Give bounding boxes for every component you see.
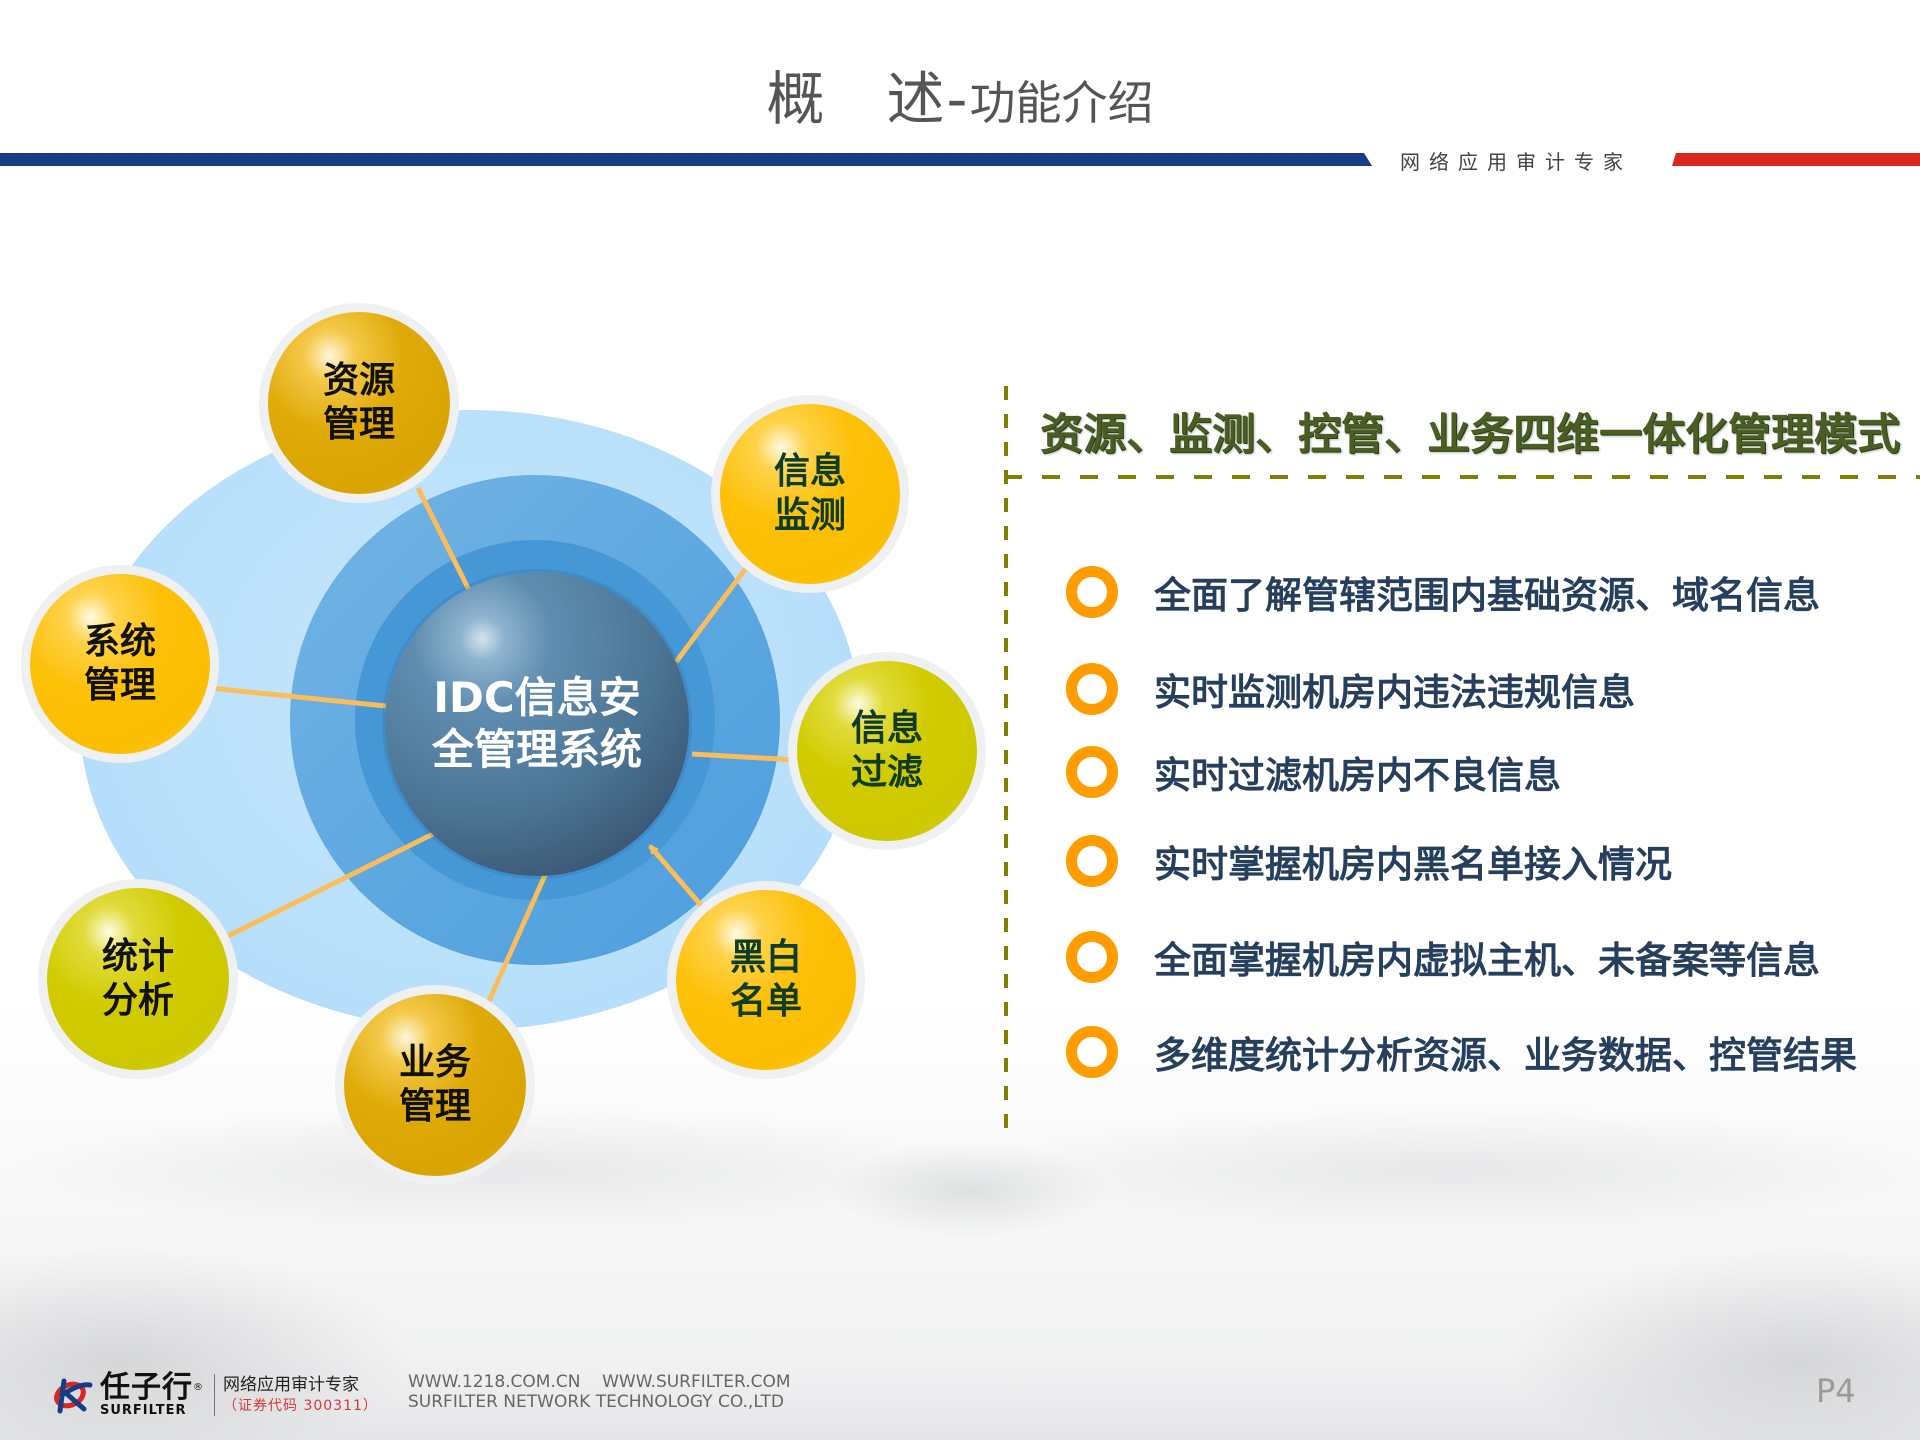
page-number: P4: [1816, 1372, 1856, 1410]
header-blue-bar: [0, 153, 1372, 166]
ring-bullet-icon: [1066, 663, 1118, 715]
footer-websites: WWW.1218.COM.CN WWW.SURFILTER.COM SURFIL…: [408, 1372, 791, 1412]
feature-item: 全面掌握机房内虚拟主机、未备案等信息: [1066, 930, 1820, 984]
node-business-management: 业务 管理: [344, 994, 526, 1176]
link-resource-management: [417, 473, 425, 480]
center-label-line2: 全管理系统: [431, 725, 642, 774]
node-info-filtering: 信息 过滤: [797, 661, 977, 841]
node-label: 信息: [773, 451, 846, 492]
brand-cn-text: 任子行: [100, 1370, 193, 1405]
ring-bullet-icon: [1066, 835, 1118, 887]
link-business-management: [482, 871, 549, 1012]
node-label: 监测: [773, 495, 846, 536]
feature-text: 全面掌握机房内虚拟主机、未备案等信息: [1154, 939, 1820, 982]
page-title: 概 述-功能介绍: [0, 52, 1920, 136]
footer-logo: 任子行® SURFILTER 网络应用审计专家 （证券代码 300311）: [50, 1372, 378, 1418]
header-red-bar: [1672, 153, 1920, 166]
node-label: 过滤: [850, 752, 923, 793]
feature-item: 实时监测机房内违法违规信息: [1066, 662, 1635, 716]
node-label: 名单: [729, 981, 802, 1022]
header-slogan: 网络应用审计专家: [1400, 150, 1632, 174]
node-system-management: 系统 管理: [30, 574, 210, 754]
brand-name-en: SURFILTER: [100, 1403, 187, 1418]
registered-mark: ®: [193, 1382, 204, 1393]
website-links: WWW.1218.COM.CN WWW.SURFILTER.COM: [408, 1372, 791, 1392]
stock-code: （证券代码 300311）: [223, 1398, 378, 1414]
panel-heading: 资源、监测、控管、业务四维一体化管理模式: [1040, 410, 1900, 460]
node-info-monitoring: 信息 监测: [720, 404, 900, 584]
company-name: SURFILTER NETWORK TECHNOLOGY CO.,LTD: [408, 1392, 784, 1412]
page-title-separator: -: [946, 65, 970, 133]
feature-item: 实时过滤机房内不良信息: [1066, 745, 1561, 799]
feature-text: 多维度统计分析资源、业务数据、控管结果: [1154, 1034, 1857, 1077]
center-sphere-idc-system: IDC信息安 全管理系统: [385, 572, 689, 876]
node-resource-management: 资源 管理: [268, 312, 450, 494]
node-label: 系统: [83, 621, 156, 662]
feature-item: 实时掌握机房内黑名单接入情况: [1066, 834, 1672, 888]
footer-separator: [214, 1374, 215, 1416]
feature-text: 实时监测机房内违法违规信息: [1154, 671, 1635, 714]
ring-bullet-icon: [1066, 746, 1118, 798]
feature-item: 多维度统计分析资源、业务数据、控管结果: [1066, 1025, 1857, 1079]
node-label: 信息: [850, 708, 923, 749]
node-label: 黑白: [729, 937, 802, 978]
node-label: 管理: [322, 404, 395, 445]
node-label: 业务: [398, 1042, 471, 1083]
surfilter-logo-icon: [54, 1378, 93, 1414]
panel-vertical-divider: [1004, 386, 1008, 1134]
link-system-management: [209, 685, 387, 709]
footer-tagline-text: 网络应用审计专家: [223, 1375, 359, 1395]
function-diagram: IDC信息安 全管理系统 资源 管理 信息 监测 信息 过滤 黑白 名单 业务 …: [0, 0, 1000, 1200]
feature-text: 实时掌握机房内黑名单接入情况: [1154, 843, 1672, 886]
feature-text: 全面了解管辖范围内基础资源、域名信息: [1154, 574, 1820, 617]
brand-name: 任子行® SURFILTER: [100, 1372, 204, 1418]
node-statistical-analysis: 统计 分析: [47, 888, 229, 1070]
node-label: 统计: [101, 936, 174, 977]
link-black-white-list: [648, 844, 714, 920]
background-mist: [0, 1000, 1920, 1440]
ring-bullet-icon: [1066, 566, 1118, 618]
ring-bullet-icon: [1066, 1026, 1118, 1078]
node-label: 管理: [398, 1086, 471, 1127]
feature-text: 实时过滤机房内不良信息: [1154, 754, 1561, 797]
node-label: 分析: [101, 980, 174, 1021]
center-label-line1: IDC信息安: [433, 673, 641, 722]
node-label: 管理: [83, 665, 156, 706]
node-label: 资源: [322, 360, 395, 401]
feature-item: 全面了解管辖范围内基础资源、域名信息: [1066, 565, 1820, 619]
footer-tagline: 网络应用审计专家 （证券代码 300311）: [223, 1374, 378, 1416]
brand-name-cn: 任子行®: [100, 1372, 204, 1404]
link-statistical-analysis: [222, 829, 439, 941]
ring-bullet-icon: [1066, 931, 1118, 983]
node-black-white-list: 黑白 名单: [676, 890, 856, 1070]
page-title-main: 概 述: [766, 65, 947, 133]
panel-horizontal-divider: [1004, 475, 1920, 479]
page-title-sub: 功能介绍: [969, 76, 1154, 130]
